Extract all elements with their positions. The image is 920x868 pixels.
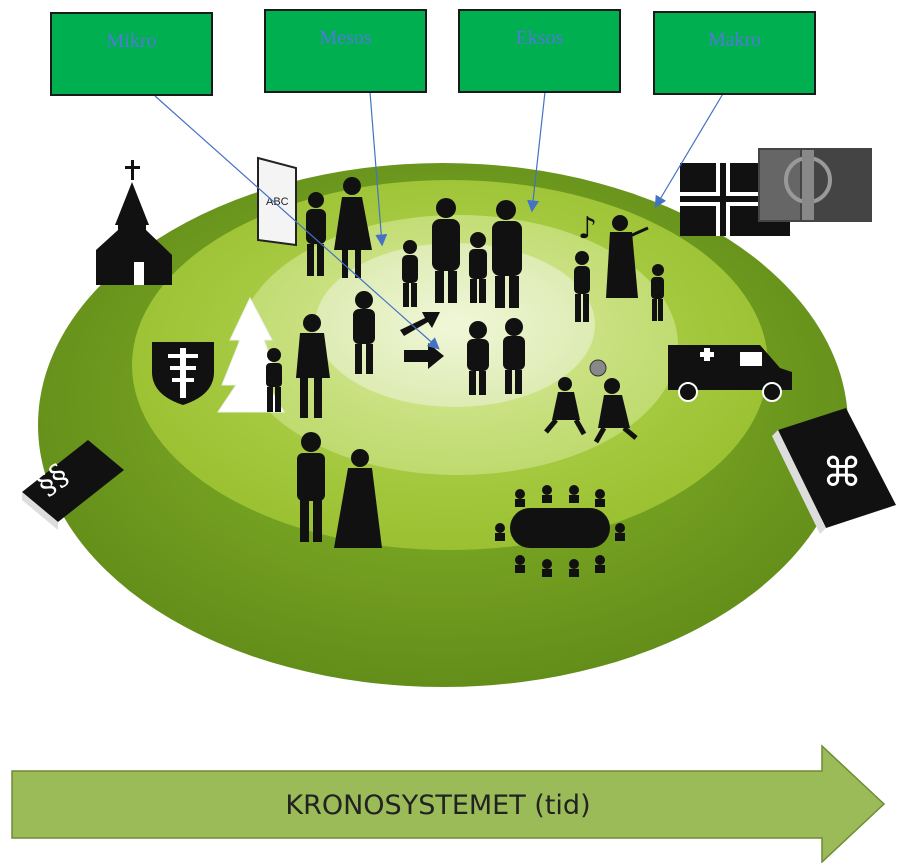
church-icon (96, 160, 172, 285)
ambulance-icon (668, 345, 792, 402)
svg-text:♪: ♪ (578, 211, 597, 246)
parent-child-silhouette (266, 291, 375, 418)
command-book-text: ⌘ (822, 450, 862, 496)
mesos-label-box: Mesos (264, 9, 427, 93)
mikro-label: Mikro (106, 30, 157, 52)
makro-connector (654, 91, 725, 209)
kids-playing-silhouette (544, 359, 638, 444)
command-book-icon: ⌘ (772, 408, 896, 534)
meeting-table-icon (495, 485, 625, 577)
makro-label: Makro (707, 29, 762, 51)
school-board-icon: ABC (257, 156, 297, 247)
mikro-core (315, 243, 595, 407)
family-silhouette (402, 198, 522, 308)
eksos-label: Eksos (515, 27, 564, 49)
mesos-label: Mesos (319, 27, 372, 49)
eksos-label-box: Eksos (458, 9, 621, 93)
teacher-child-silhouette (306, 177, 372, 278)
mikro-label-box: Mikro (50, 12, 213, 96)
musicians-silhouette: ♪ (574, 211, 664, 322)
children-pair-silhouette (467, 318, 525, 395)
time-arrow: KRONOSYSTEMET (tid) (11, 744, 886, 864)
couple-silhouette (297, 432, 382, 548)
makro-label-box: Makro (653, 11, 816, 95)
law-book-icon: §§ (22, 440, 124, 530)
time-arrow-label: KRONOSYSTEMET (tid) (285, 790, 590, 821)
mikro-connector (154, 95, 440, 350)
coat-of-arms-icon (152, 342, 214, 405)
religious-symbol-icon (758, 148, 872, 222)
school-board-text: ABC (266, 196, 289, 208)
eksos-connector (527, 91, 546, 213)
mesos-connector (369, 91, 388, 247)
